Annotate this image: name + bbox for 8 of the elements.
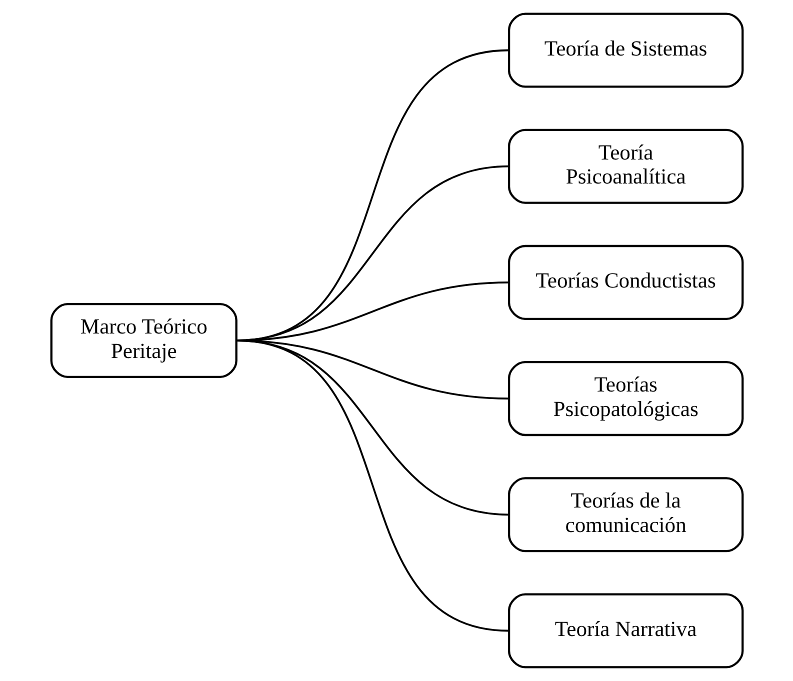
node-box: Teoría Psicoanalítica xyxy=(507,128,744,204)
connector xyxy=(236,340,509,632)
node-box: Teoría de Sistemas xyxy=(507,12,744,88)
node-box: Teorías de la comunicación xyxy=(507,477,744,552)
node-box: Teorías Psicopatológicas xyxy=(507,361,744,436)
node-box: Marco Teórico Peritaje xyxy=(50,302,237,378)
node-box: Teorías Conductistas xyxy=(507,244,744,320)
node-box: Teoría Narrativa xyxy=(507,593,744,668)
